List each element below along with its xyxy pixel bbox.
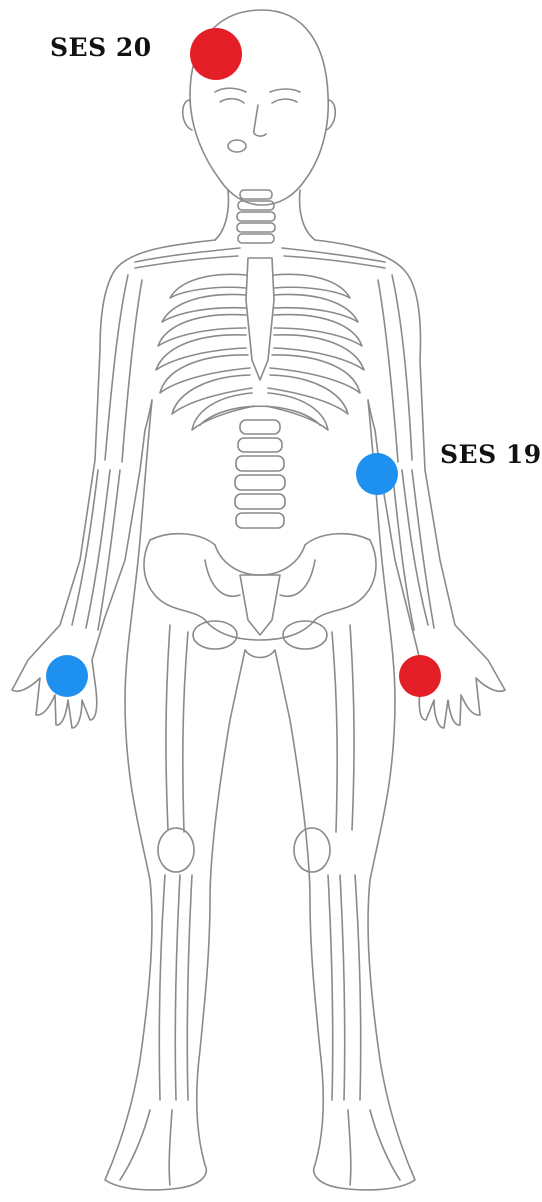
nose — [254, 105, 266, 136]
femur-left — [166, 625, 170, 830]
point-label-ses-19: SES 19 — [440, 442, 542, 467]
head-point — [190, 28, 242, 80]
sternum — [246, 258, 274, 380]
ribs-left — [156, 274, 254, 430]
mouth — [228, 140, 246, 152]
kneecap-right — [294, 828, 330, 872]
cervical-spine — [237, 190, 275, 243]
forearm-bones-left — [72, 470, 98, 625]
left-forearm-point — [356, 453, 398, 495]
torso-outline-right — [315, 240, 505, 728]
pelvis — [144, 534, 376, 640]
right-palm-point — [46, 655, 88, 697]
kneecap-left — [158, 828, 194, 872]
left-palm-point — [399, 655, 441, 697]
femur-right — [350, 625, 354, 830]
ribs-right — [266, 274, 364, 430]
point-label-ses-20: SES 20 — [50, 35, 152, 60]
eye-left — [220, 99, 244, 103]
eyebrow-left — [215, 88, 246, 92]
eyebrow-right — [270, 89, 300, 92]
lumbar-spine — [235, 420, 285, 528]
shin-bones-left — [159, 875, 165, 1100]
eye-right — [272, 99, 297, 103]
shin-bones-right — [355, 875, 361, 1100]
